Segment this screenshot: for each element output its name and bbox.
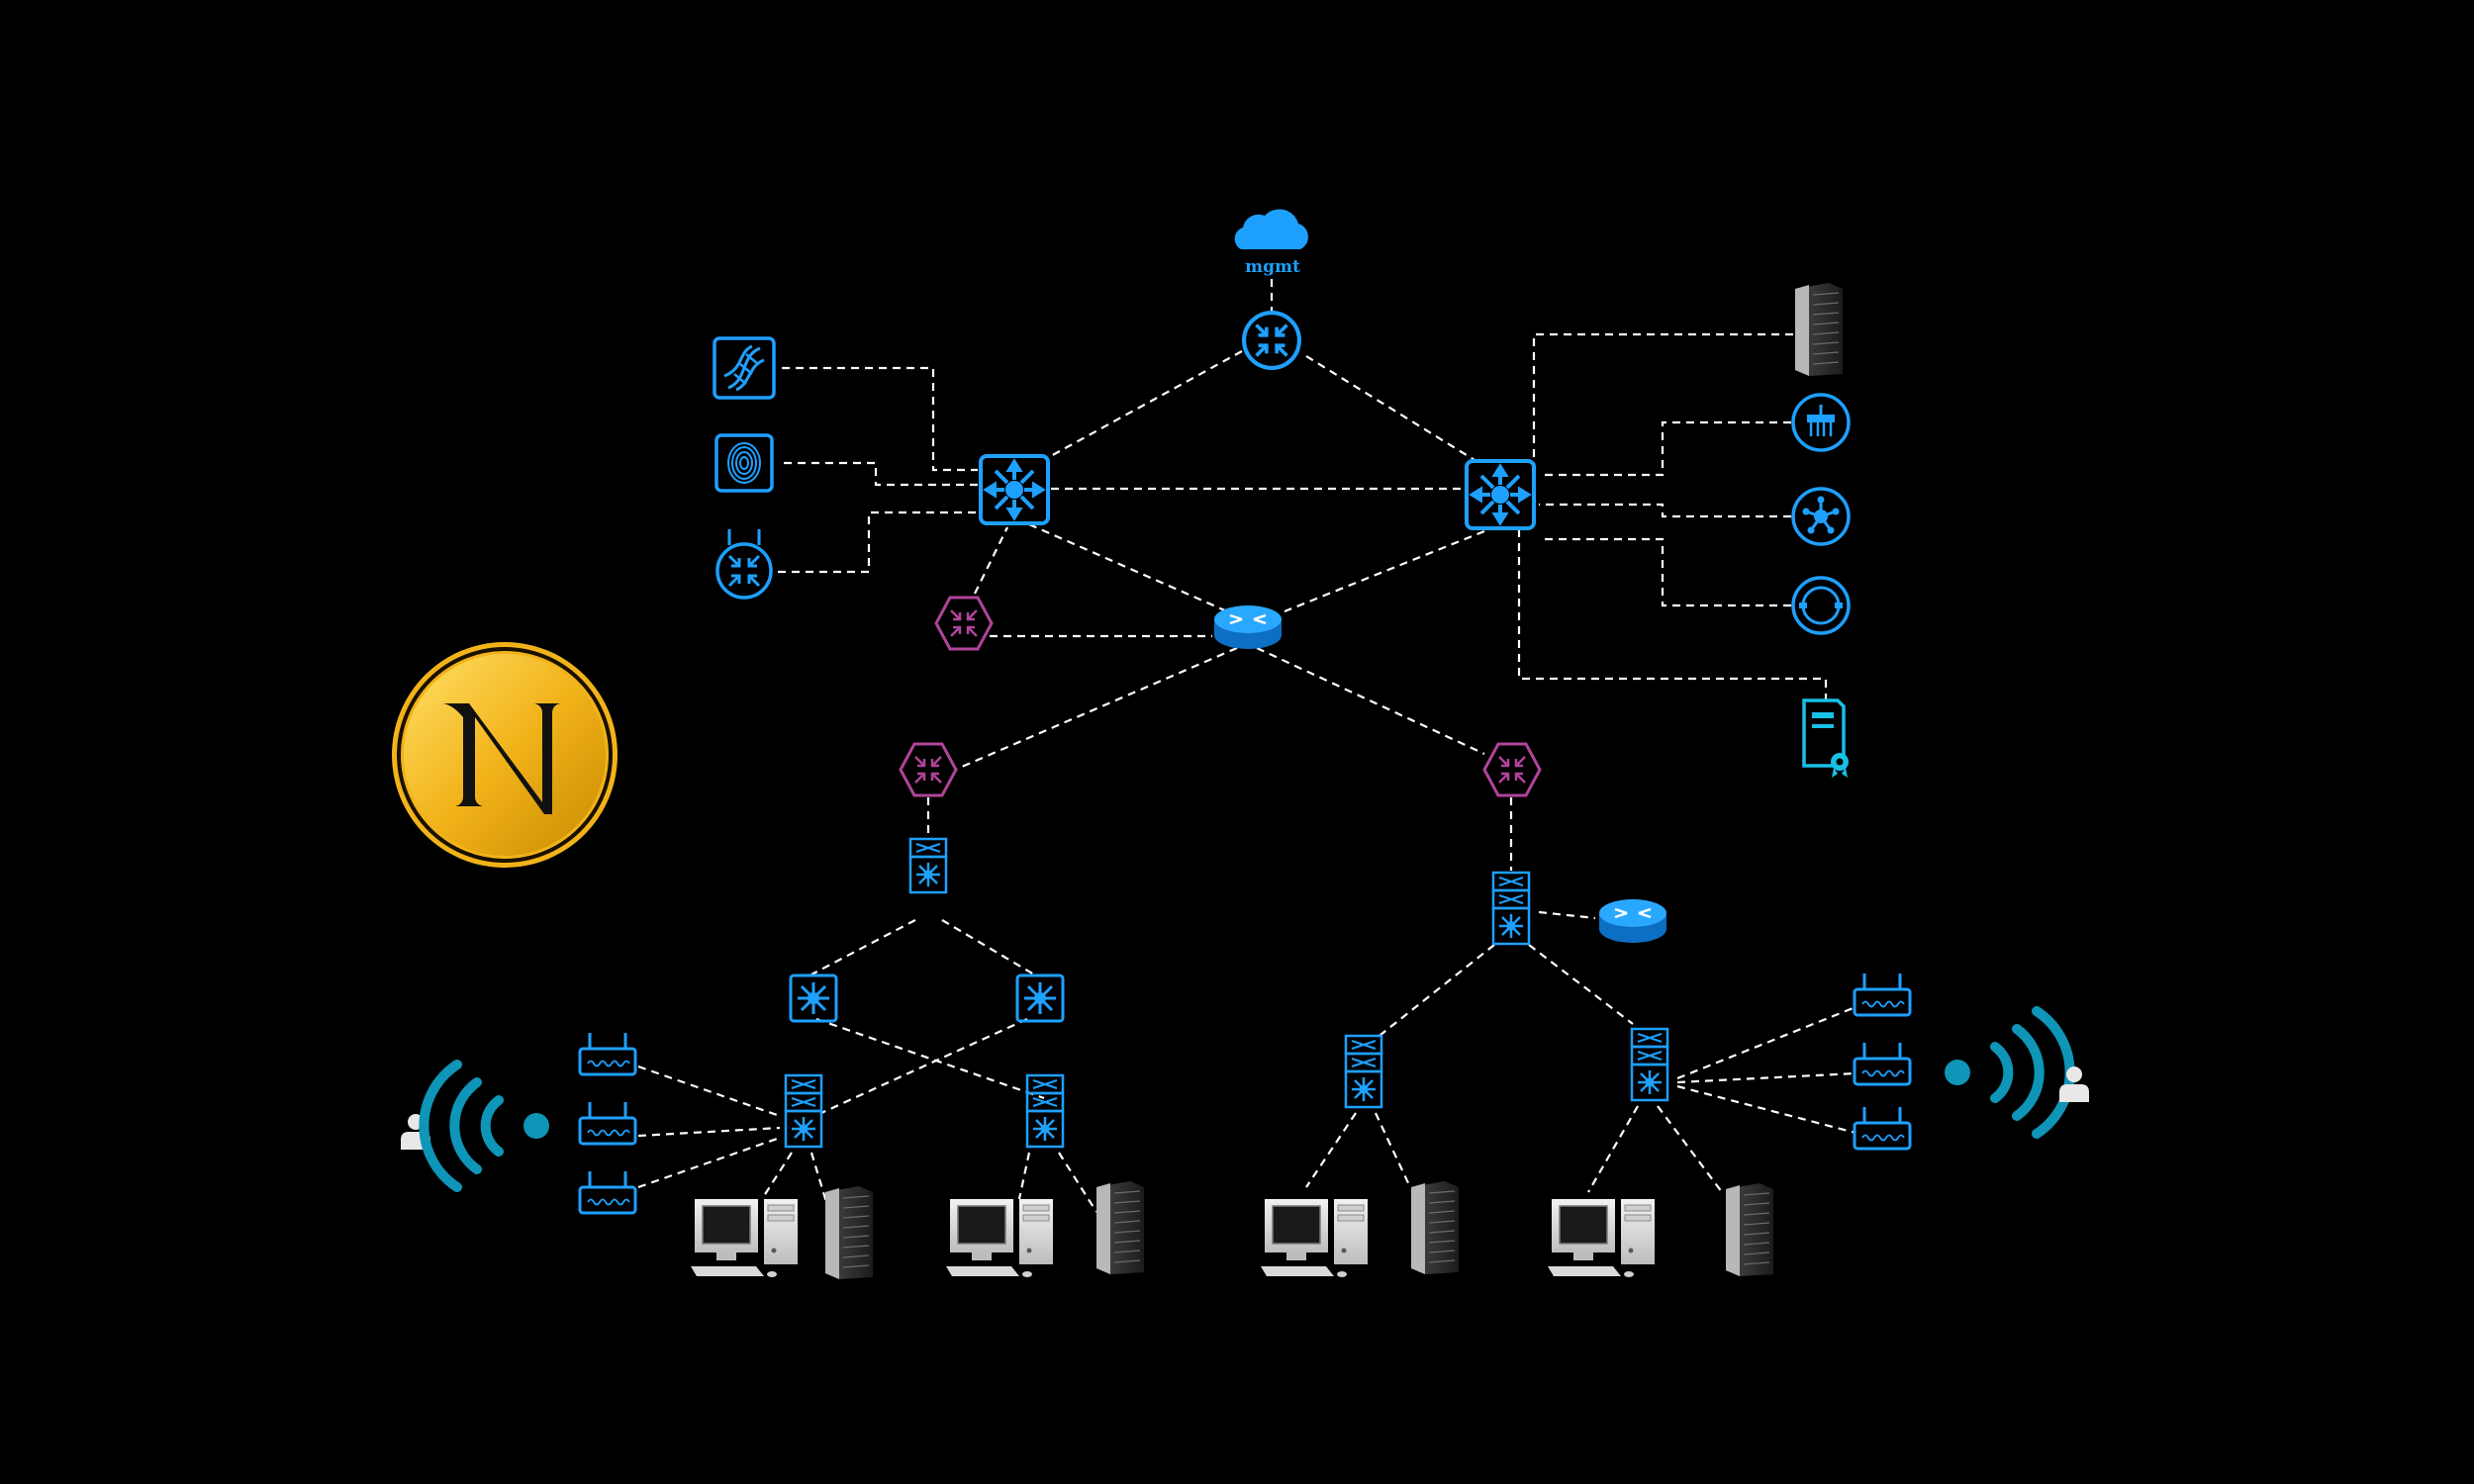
workstation-icon[interactable] [1260,1198,1369,1278]
link-stackA-pc [761,1152,793,1200]
link-stackC-pc [1305,1112,1357,1188]
link-cert [1517,529,1828,700]
link-stack-diskrouter [1538,910,1596,920]
link-hex-coreleft [974,526,1008,595]
hub-icon[interactable] [1791,393,1851,452]
link-stackB-pc [1017,1152,1031,1200]
certificate-server-icon[interactable] [1802,698,1849,778]
router-icon[interactable] [1482,742,1542,797]
l3-switch-icon[interactable] [1015,974,1065,1023]
server-tower-icon[interactable] [1095,1180,1145,1275]
link-ap-r1 [1676,1005,1856,1080]
wifi-icon [419,1060,549,1192]
l3-switch-icon[interactable] [789,974,838,1023]
link-swb-stackB [820,1017,1028,1115]
link-server-top [1532,332,1793,470]
link-distrouter-hexright [1256,647,1485,755]
stack-switch-icon[interactable] [1025,1073,1065,1149]
workstation-icon[interactable] [1547,1198,1656,1278]
access-point-icon[interactable] [1853,972,1912,1017]
link-stackB-srv [1058,1152,1097,1213]
mgmt-cloud[interactable]: mgmt [1234,209,1308,277]
link-wlc [778,510,978,574]
l3-switch-icon[interactable] [1465,459,1536,530]
cloud-icon [1234,209,1308,249]
link-stackD-srv [1657,1105,1723,1193]
router-icon[interactable] [899,742,958,797]
link-stackA-srv [809,1152,828,1203]
user-icon [2059,1067,2089,1102]
stack-switch-icon[interactable] [1491,871,1531,946]
link-ap-l3 [637,1136,781,1189]
link-stack-swb [941,919,1035,975]
dna-icon[interactable] [713,336,776,400]
link-hub [1539,420,1791,477]
stack-switch-icon[interactable] [1630,1027,1669,1102]
wifi-icon [1945,1006,2075,1139]
router-icon[interactable] [1244,313,1299,368]
workstation-icon[interactable] [690,1198,799,1278]
link-coreright-distrouter [1284,529,1485,613]
server-tower-icon[interactable] [824,1185,874,1280]
router-icon[interactable] [934,596,994,651]
link-coreleft-distrouter [1028,522,1228,613]
fingerprint-icon[interactable] [714,433,774,493]
link-router-coreleft [1048,350,1243,458]
link-distrouter-hexleft [954,646,1238,772]
link-stack-swa [810,919,916,975]
wireless-controller-icon[interactable] [715,529,773,600]
link-swa-stackA [815,1017,1045,1100]
router-icon[interactable] [1212,603,1284,651]
stack-switch-icon[interactable] [784,1073,823,1149]
l3-switch-icon[interactable] [979,454,1050,525]
link-ring [1539,537,1791,607]
access-point-icon[interactable] [578,1031,637,1076]
link-ap-l2 [637,1126,781,1138]
workstation-icon[interactable] [945,1198,1054,1278]
logo-n [392,642,618,868]
server-tower-icon[interactable] [1794,282,1844,377]
access-point-icon[interactable] [578,1169,637,1215]
link-node [1539,503,1791,518]
link-stackD-pc [1587,1105,1639,1193]
link-rstack-stackD [1528,944,1634,1025]
link-router-coreright [1305,355,1475,461]
stack-switch-icon[interactable] [1344,1034,1383,1109]
access-point-icon[interactable] [578,1100,637,1146]
access-point-icon[interactable] [1853,1041,1912,1086]
link-ap-r2 [1676,1071,1856,1084]
ring-icon[interactable] [1791,576,1851,635]
server-tower-icon[interactable] [1410,1180,1460,1275]
network-node-icon[interactable] [1791,487,1851,546]
server-tower-icon[interactable] [1725,1182,1774,1277]
access-point-icon[interactable] [1853,1105,1912,1151]
link-fingerprint [784,461,978,487]
network-links [637,279,1856,1213]
link-dna [782,366,978,472]
link-ap-l1 [637,1065,781,1118]
link-ap-r3 [1676,1084,1856,1135]
router-icon[interactable] [1597,897,1668,945]
link-stackC-srv [1375,1112,1411,1188]
stack-switch-icon[interactable] [908,837,948,894]
cloud-label: mgmt [1245,257,1300,277]
link-rstack-stackC [1375,944,1495,1040]
